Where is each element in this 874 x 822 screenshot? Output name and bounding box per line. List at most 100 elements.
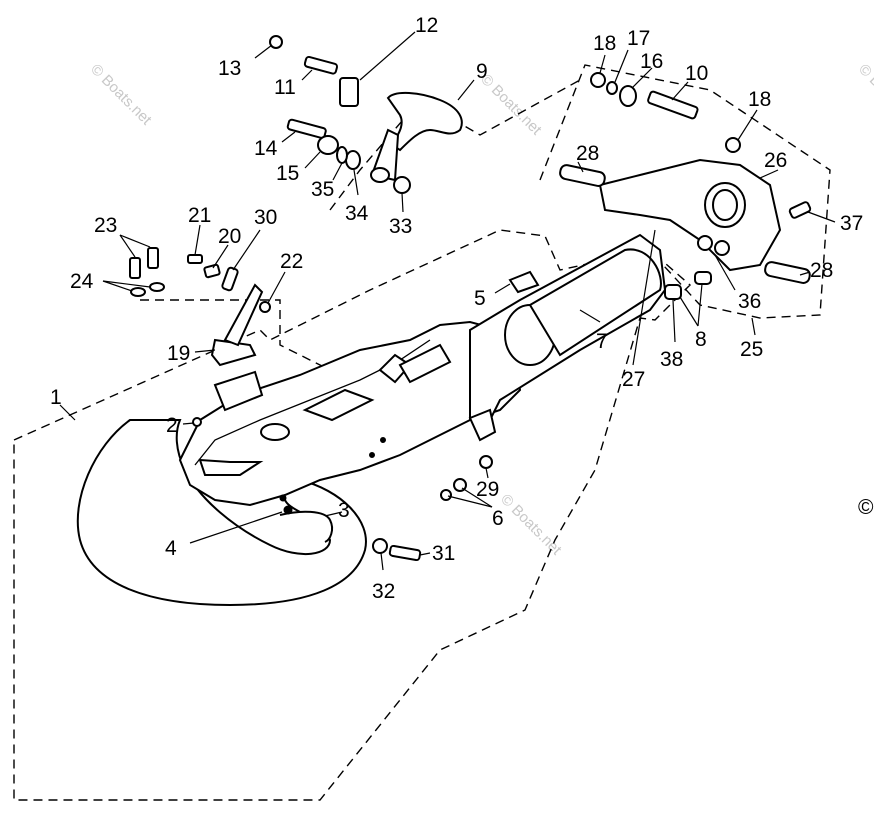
washer-17: [606, 81, 618, 95]
watermark-4: © Boats.net: [497, 491, 565, 559]
callout-15: 15: [276, 162, 299, 185]
fitting-assembly: [590, 72, 812, 219]
washer-24b: [149, 282, 165, 292]
nut-29: [479, 455, 493, 469]
callout-36: 36: [738, 290, 761, 313]
lead-3: [324, 511, 343, 517]
lead-10: [671, 81, 689, 101]
washer-35: [336, 146, 348, 164]
lead-34: [353, 169, 359, 196]
lead-11: [301, 69, 313, 81]
tilt-pin-right: [764, 261, 811, 284]
link-eye: [370, 167, 390, 183]
lead-33: [401, 192, 404, 213]
screw-2: [192, 417, 202, 427]
callout-34: 34: [345, 202, 369, 225]
washer-32: [372, 538, 388, 554]
lead-18a: [599, 54, 606, 74]
lead-28b: [799, 271, 811, 276]
lead-28a: [577, 161, 584, 173]
callout-28-b: 28: [810, 259, 833, 282]
nut-13: [269, 35, 283, 49]
callout-25: 25: [740, 338, 763, 361]
lower-unit-housing: [76, 233, 667, 607]
stud-38: [664, 284, 682, 300]
callout-28-a: 28: [576, 142, 599, 165]
lead-31: [419, 552, 431, 556]
lead-21: [194, 224, 201, 256]
lead-7: [579, 309, 601, 323]
lead-12: [359, 31, 416, 81]
boundary-9: [329, 79, 581, 211]
lead-5: [494, 283, 511, 294]
exhaust-tube: [528, 248, 662, 357]
watermark-5: © Boats.net: [855, 61, 874, 129]
driveshaft-bore: [260, 423, 290, 441]
link-plate-assembly: [129, 247, 271, 412]
boundary-1: [13, 229, 692, 801]
lead-27: [632, 229, 656, 366]
lead-36: [714, 254, 736, 291]
callout-21: 21: [188, 204, 211, 227]
tilt-pin-left: [559, 164, 606, 187]
swivel-bracket-assembly: [559, 158, 811, 300]
washer-6b: [440, 489, 452, 501]
small-hardware: [192, 270, 540, 562]
lead-13: [254, 44, 273, 59]
callout-26: 26: [764, 149, 787, 172]
lead-19: [194, 349, 216, 353]
callout-9: 9: [476, 60, 488, 83]
link-arm: [386, 92, 463, 152]
callout-5: 5: [474, 287, 486, 310]
lead-1: [59, 404, 76, 421]
link-arm-assembly: [269, 35, 463, 194]
nut-15: [317, 135, 339, 155]
lead-18b: [737, 109, 758, 141]
lead-24a: [102, 280, 133, 292]
screw-23a: [129, 257, 141, 279]
pin-hole-2: [369, 452, 375, 458]
lead-30: [232, 229, 261, 271]
callout-22: 22: [280, 250, 303, 273]
nut-22: [259, 301, 271, 313]
callout-23: 23: [94, 214, 117, 237]
callout-29: 29: [476, 478, 499, 501]
washer-16: [619, 85, 637, 107]
callout-labels: 1 2 3 4 5 6 7 8 9 10 11 12 13 14 15 16 1…: [50, 14, 863, 603]
lead-23b: [119, 234, 151, 248]
lead-35: [332, 162, 343, 181]
bolt-11: [303, 55, 339, 75]
lead-8a: [679, 296, 699, 327]
bolt-37: [788, 201, 812, 219]
pad-block: [213, 370, 264, 412]
watermark-1: © Boats.net: [87, 61, 155, 129]
washer-33: [393, 176, 411, 194]
rear-lip: [198, 458, 264, 476]
screw-23b: [147, 247, 159, 269]
swivel-bore-inner: [712, 189, 738, 221]
callout-3: 3: [338, 499, 350, 522]
boundary-25: [539, 64, 831, 319]
lead-37: [807, 211, 836, 223]
spacer-30: [221, 266, 239, 292]
screw-20: [203, 263, 221, 279]
lead-20: [212, 244, 229, 269]
link-arm-30: [223, 283, 264, 347]
lead-14: [281, 131, 296, 143]
lead-23a: [119, 234, 136, 258]
lead-9: [457, 79, 475, 101]
callout-38: 38: [660, 348, 683, 371]
callout-19: 19: [167, 342, 190, 365]
lead-26: [759, 169, 779, 179]
deck-window: [302, 388, 375, 422]
callout-37: 37: [840, 212, 863, 235]
lead-25: [751, 317, 756, 336]
lead-15: [304, 151, 321, 169]
callout-14: 14: [254, 137, 278, 160]
callout-17: 17: [627, 27, 650, 50]
pin-hole-1: [380, 437, 386, 443]
washer-24a: [130, 287, 146, 297]
callout-33: 33: [389, 215, 412, 238]
cable-3: [279, 510, 334, 543]
